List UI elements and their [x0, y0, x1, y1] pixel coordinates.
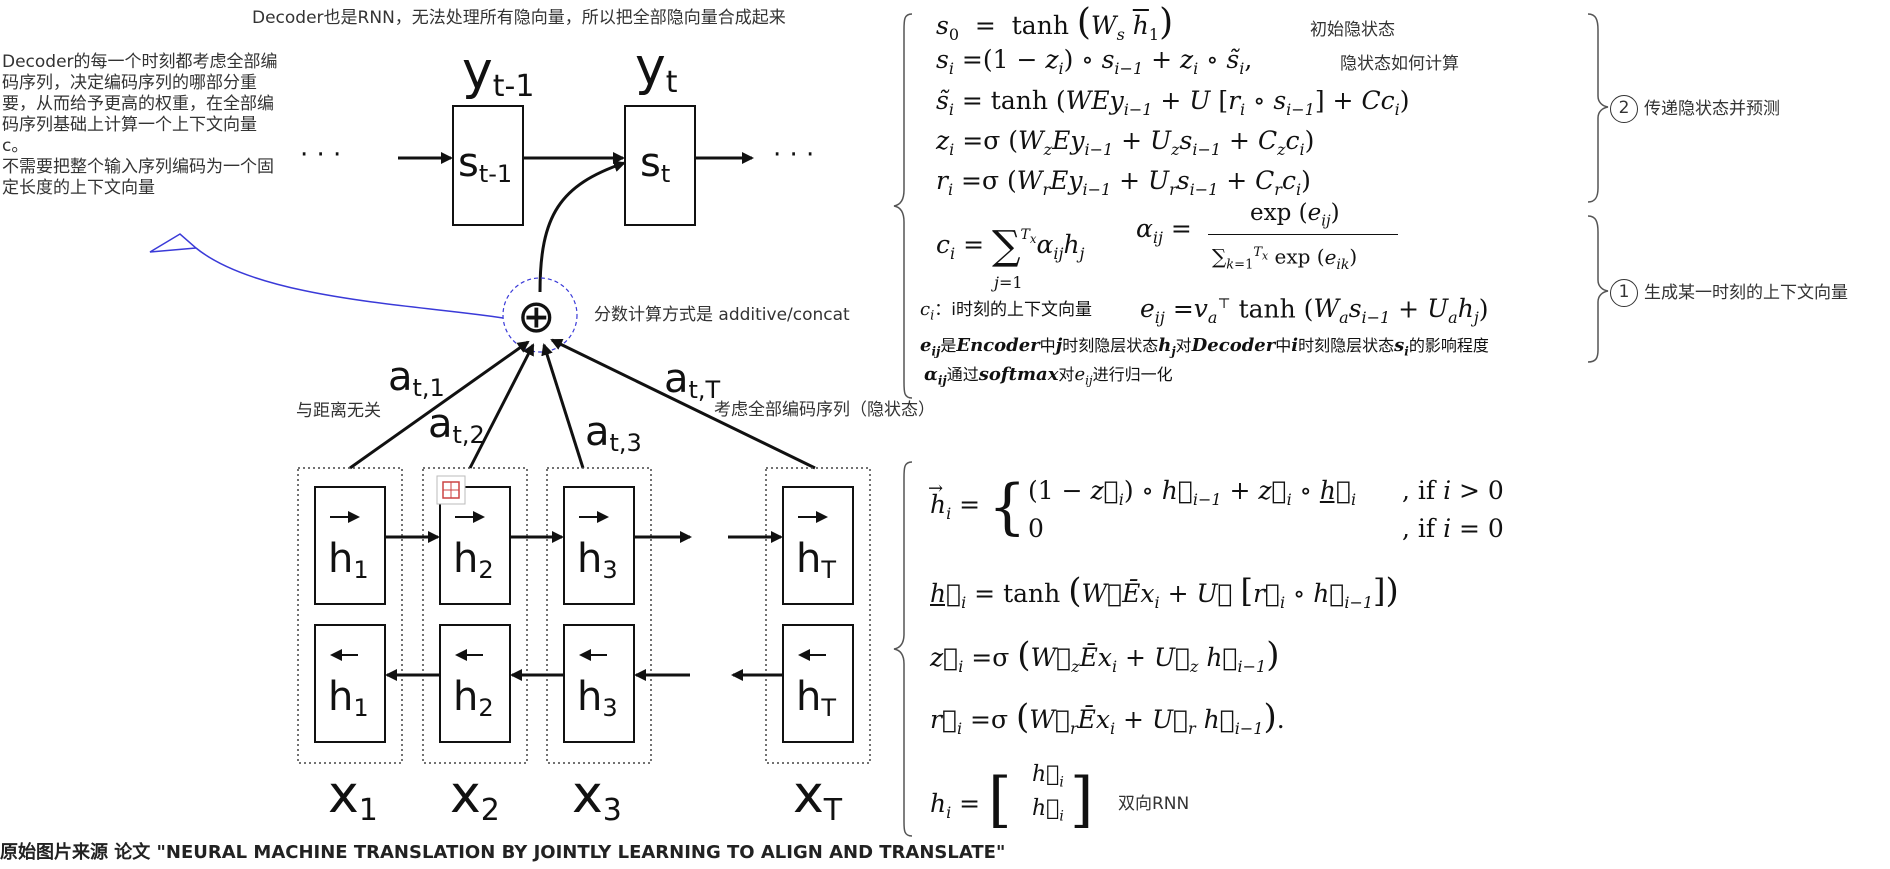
- svg-text:h1: h1: [328, 536, 369, 584]
- input-label-1: x1: [328, 765, 378, 828]
- forward-state-label-2: h2: [453, 511, 494, 584]
- forward-state-box-2: [439, 486, 511, 605]
- formula-h-forward: h→i = {: [928, 472, 1027, 542]
- hidden-calc-note: 隐状态如何计算: [1340, 54, 1459, 74]
- alpha-desc: αij通过softmax对eij进行归一化: [924, 364, 1173, 388]
- decoder-state-box-t-1: [452, 105, 524, 226]
- formula-h-bi-close: ]: [1070, 765, 1094, 835]
- right-brace-1: [1587, 215, 1609, 363]
- decoder-state-label-t: st: [640, 140, 670, 188]
- svg-text:h2: h2: [453, 674, 494, 722]
- encoder-group-T: [765, 467, 871, 764]
- initial-state-note: 初始隐状态: [1310, 20, 1395, 40]
- backward-state-label-1: h1: [328, 649, 369, 722]
- weight-arrow-1: [349, 340, 530, 470]
- backward-state-box-1: [314, 624, 386, 743]
- input-label-3: x3: [572, 765, 622, 828]
- formula-h-underline: h⃗i = tanh (W⃗Ēxi + U⃗ [r⃗i ∘ h⃗i−1]): [930, 571, 1399, 612]
- weight-arrow-3: [541, 343, 585, 469]
- forward-state-box-3: [563, 486, 635, 605]
- input-label-2: x2: [450, 765, 500, 828]
- backward-state-box-T: [782, 624, 854, 743]
- formula-h-bi-top: h⃗i: [1032, 762, 1064, 791]
- encoder-group-3: [546, 467, 652, 764]
- decoder-rnn-note: Decoder也是RNN，无法处理所有隐向量，所以把全部隐向量合成起来: [252, 8, 786, 28]
- formula-c-i: ci = ∑Txαijhj: [936, 223, 1085, 269]
- weight-label-1: at,1: [388, 354, 445, 402]
- formula-h-forward-case1: (1 − z⃗i) ∘ h⃗i−1 + z⃗i ∘ h⃗i: [1028, 476, 1357, 509]
- score-note: 分数计算方式是 additive/concat: [594, 305, 850, 325]
- formula-h-forward-cond2: , if i = 0: [1402, 514, 1504, 543]
- bidirectional-note: 双向RNN: [1118, 794, 1190, 814]
- weight-arrow-2: [468, 343, 535, 469]
- formula-h-forward-cond1: , if i > 0: [1402, 476, 1504, 505]
- formula-z-i: zi =σ (WzEyi−1 + Uzsi−1 + Czci): [936, 126, 1315, 159]
- attention-sum-node: ⊕: [517, 289, 556, 343]
- annotation-arrow-head: [149, 233, 198, 253]
- attention-focus-circle: [502, 277, 578, 353]
- distance-note: 与距离无关: [296, 401, 381, 421]
- decoder-label-y-t-1: yt-1: [462, 41, 534, 104]
- formula-alpha-fraction-line: [1208, 234, 1398, 235]
- svg-text:h3: h3: [577, 674, 618, 722]
- forward-state-label-1: h1: [328, 511, 369, 584]
- context-desc: ci：i时刻的上下文向量: [920, 299, 1092, 324]
- input-label-T: xT: [793, 765, 843, 828]
- formula-r-i: ri =σ (WrEyi−1 + Ursi−1 + Crci): [936, 166, 1311, 199]
- backward-state-box-3: [563, 624, 635, 743]
- formula-brace-decoder: [893, 13, 913, 399]
- forward-state-label-T: hT: [796, 511, 836, 584]
- formula-alpha-num: exp (eij): [1250, 200, 1340, 230]
- encoder-group-2: [422, 467, 528, 764]
- formula-alpha-den: ∑k=1Tx exp (eik): [1212, 244, 1358, 273]
- forward-state-label-3: h3: [577, 511, 618, 584]
- e-desc: eij是Encoder中j时刻隐层状态hj对Decoder中i时刻隐层状态si的…: [920, 335, 1489, 359]
- formula-s-i: si =(1 − zi) ∘ si−1 + zi ∘ s̃i,: [936, 45, 1253, 78]
- forward-state-box-T: [782, 486, 854, 605]
- forward-state-box-1: [314, 486, 386, 605]
- formula-e-ij: eij =va⊤ tanh (Wasi−1 + Uahj): [1140, 294, 1489, 328]
- encoder-group-1: [297, 467, 403, 764]
- formula-r-forward: r⃗i =σ (W⃗rĒxi + U⃗r h⃗i−1).: [930, 697, 1285, 738]
- right-brace-2: [1587, 13, 1609, 203]
- formula-brace-encoder: [893, 461, 913, 837]
- formula-s0: s0 = tanh (Ws h1): [936, 2, 1174, 45]
- formula-h-bi-bottom: h⃖i: [1032, 796, 1064, 825]
- formula-s-tilde: s̃i = tanh (WEyi−1 + U [ri ∘ si−1] + Cci…: [936, 86, 1410, 119]
- weight-arrow-T: [550, 338, 816, 470]
- weight-label-2: at,2: [428, 401, 485, 449]
- decoder-label-y-t: yt: [635, 37, 678, 100]
- svg-text:h2: h2: [453, 536, 494, 584]
- decoder-left-note: Decoder的每一个时刻都考虑全部编码序列，决定编码序列的哪部分重要，从而给予…: [2, 52, 278, 198]
- formula-h-forward-case2: 0: [1028, 514, 1044, 543]
- svg-text:hT: hT: [796, 536, 836, 584]
- formula-z-forward: z⃗i =σ (W⃗zĒxi + U⃗z h⃗i−1): [930, 635, 1280, 676]
- context-arrow: [538, 160, 626, 293]
- source-caption: 原始图片来源 论文 "NEURAL MACHINE TRANSLATION BY…: [0, 842, 1006, 863]
- weight-label-3: at,3: [585, 409, 642, 457]
- svg-text:h3: h3: [577, 536, 618, 584]
- decoder-ellipsis-right: · · ·: [773, 140, 814, 170]
- formula-h-bidirectional: hi = [: [930, 765, 1012, 835]
- backward-state-label-2: h2: [453, 649, 494, 722]
- formula-c-sum-lower: j=1: [994, 273, 1023, 292]
- backward-state-label-3: h3: [577, 649, 618, 722]
- all-encoding-note: 考虑全部编码序列（隐状态）: [714, 400, 935, 420]
- svg-text:h1: h1: [328, 674, 369, 722]
- decoder-state-label-t-1: st-1: [458, 140, 512, 188]
- backward-state-label-T: hT: [796, 649, 836, 722]
- backward-state-box-2: [439, 624, 511, 743]
- formula-alpha: αij =: [1136, 214, 1192, 247]
- svg-text:hT: hT: [796, 674, 836, 722]
- weight-label-T: at,T: [664, 356, 721, 404]
- embedded-image-icon: [436, 475, 466, 505]
- decoder-ellipsis-left: · · ·: [300, 140, 341, 170]
- annotation-arrow: [195, 247, 504, 319]
